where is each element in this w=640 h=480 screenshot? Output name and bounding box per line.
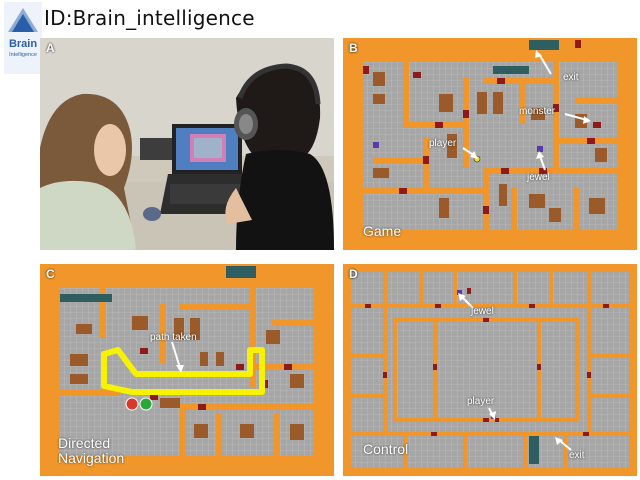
brain-intelligence-logo: Brain Intelligence [4,2,42,74]
page-title: ID:Brain_intelligence [44,6,255,30]
directed-label-line2: Navigation [58,450,125,466]
jewel-label-control: jewel [471,306,494,317]
panel-a-photo: A [40,38,334,250]
game-mode-label: Game [363,223,402,239]
panel-c-letter: C [46,267,55,281]
player-label-control: player [467,396,495,407]
exit-label: exit [563,72,579,83]
panel-a-letter: A [46,41,55,55]
game-maze [343,38,637,250]
control-maze [343,264,637,476]
directed-label-line1: Directed [58,435,111,451]
player-label: player [429,138,457,149]
panel-b-game-maze: B exit monster player jewel Game [343,38,637,250]
path-taken-label: path taken [150,332,197,343]
jewel-label: jewel [527,172,550,183]
directed-navigation-maze [40,264,334,476]
photo-scene [40,38,334,250]
panel-c-directed-navigation-maze: C path taken Directed Navigation [40,264,334,476]
panel-d-letter: D [349,267,358,281]
panel-d-control-maze: D jewel player exit Control [343,264,637,476]
logo-text-intelligence: Intelligence [9,52,37,58]
control-mode-label: Control [363,441,409,457]
directed-navigation-label: Directed Navigation [58,436,124,466]
monster-label: monster [519,106,556,117]
panel-b-letter: B [349,41,358,55]
exit-label-control: exit [569,450,585,461]
logo-text-brain: Brain [9,38,37,50]
